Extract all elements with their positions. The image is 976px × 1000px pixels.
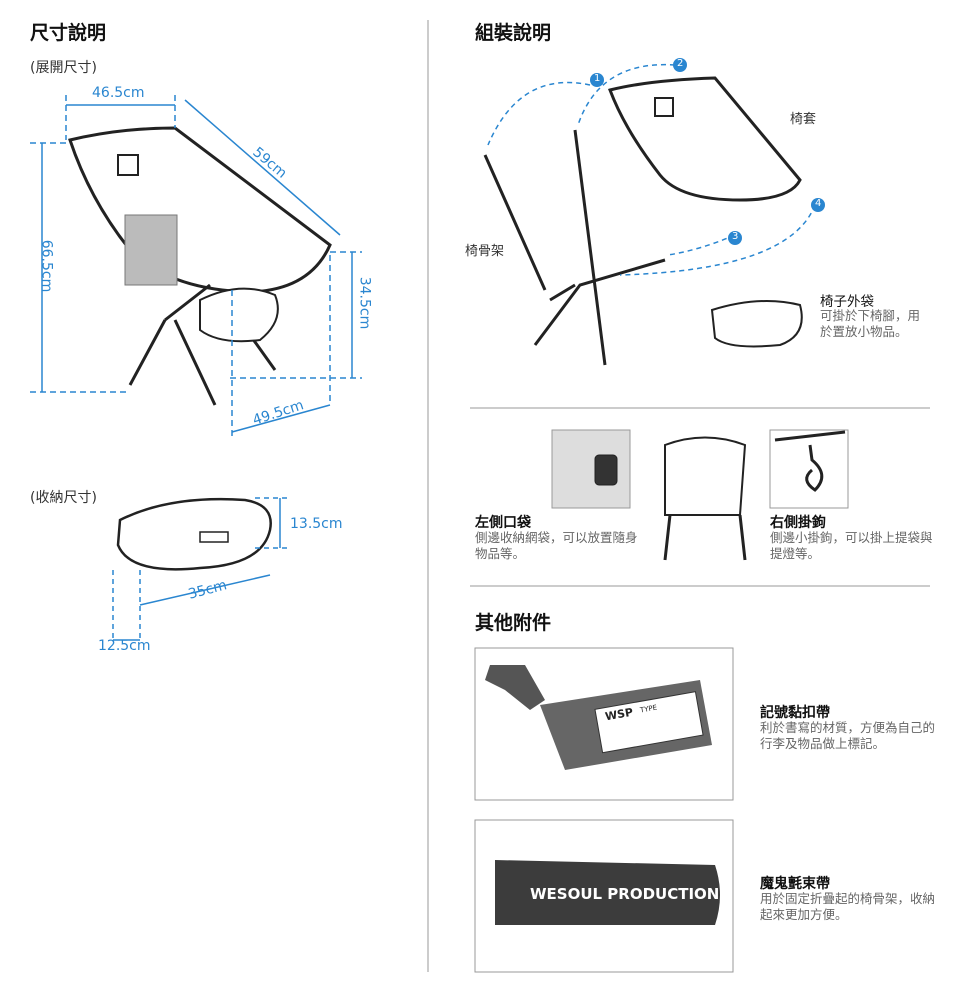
feature-title-right-hook: 右側掛鉤 (770, 515, 826, 531)
feature-title-left-pocket: 左側口袋 (475, 515, 531, 531)
step-4-marker (811, 198, 825, 212)
step-2: 2 (677, 58, 684, 69)
accessories-title: 其他附件 (475, 612, 552, 634)
bag-height-label: 13.5cm (290, 516, 343, 532)
unfolded-dimension-lines (30, 95, 362, 440)
feature-desc-left-pocket: 側邊收納網袋，可以放置隨身物品等。 (475, 530, 638, 561)
bag-depth-label: 12.5cm (98, 638, 151, 654)
step-3-marker (728, 231, 742, 245)
accessory-drawings (474, 647, 734, 973)
accessory-title-marker-tape: 記號黏扣帶 (760, 705, 830, 721)
bag-desc: 可掛於下椅腳，用於置放小物品。 (820, 308, 921, 339)
assembly-drawing (483, 76, 803, 366)
cover-label: 椅套 (790, 112, 817, 127)
step-markers (590, 58, 825, 245)
accessory-desc-velcro-strap: 用於固定折疊起的椅骨架，收納起來更加方便。 (760, 891, 936, 922)
unfolded-label: (展開尺寸) (30, 60, 97, 76)
frame-label: 椅骨架 (465, 244, 505, 259)
accessory-desc-marker-tape: 利於書寫的材質，方便為自己的行李及物品做上標記。 (760, 720, 936, 751)
step-1-marker (590, 73, 604, 87)
seat-height-label: 34.5cm (356, 276, 373, 330)
feature-thumbnails (551, 429, 849, 561)
step-4: 4 (815, 198, 822, 209)
dimensions-title: 尺寸說明 (30, 22, 107, 44)
folded-label: (收納尺寸) (30, 490, 97, 506)
assembly-title: 組裝說明 (475, 22, 552, 44)
folded-bag-drawing (116, 497, 272, 571)
seat-width-label: 46.5cm (92, 85, 145, 101)
folded-dimension-lines (112, 497, 290, 641)
step-3: 3 (732, 231, 739, 242)
feature-desc-right-hook: 側邊小掛鉤，可以掛上提袋與提燈等。 (770, 530, 933, 561)
unfolded-chair-drawing (68, 126, 332, 406)
step-2-marker (673, 58, 687, 72)
bag-title: 椅子外袋 (820, 294, 874, 310)
total-height-label: 66.5cm (38, 239, 55, 293)
assembly-arrows (487, 63, 816, 276)
accessory-title-velcro-strap: 魔鬼氈束帶 (760, 876, 830, 892)
step-1: 1 (594, 73, 601, 84)
strap-brand-text: WESOUL PRODUCTIONS ® (530, 885, 751, 903)
